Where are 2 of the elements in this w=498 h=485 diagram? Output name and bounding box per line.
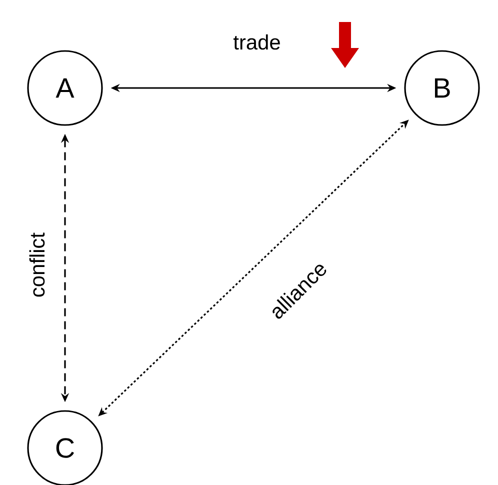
edge-label: conflict xyxy=(29,232,45,297)
edge-label: trade xyxy=(233,34,280,50)
